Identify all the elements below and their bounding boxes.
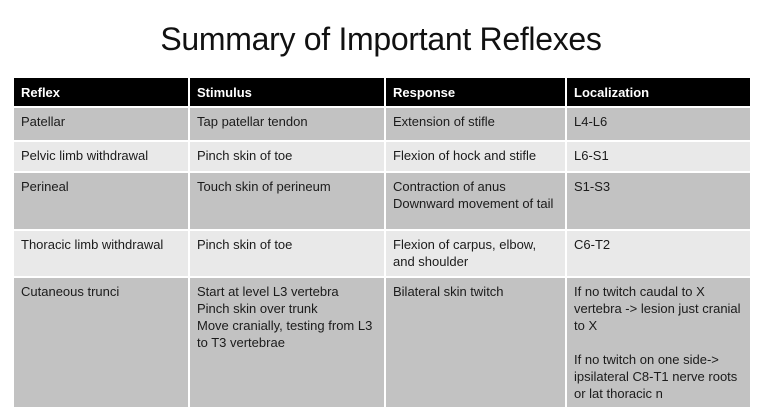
cell-stimulus: Tap patellar tendon [188, 106, 386, 142]
cell-localization: If no twitch caudal to X vertebra -> les… [565, 276, 750, 407]
cell-reflex: Cutaneous trunci [14, 276, 190, 407]
cell-reflex: Thoracic limb withdrawal [14, 229, 190, 278]
cell-stimulus: Pinch skin of toe [188, 229, 386, 278]
cell-stimulus: Pinch skin of toe [188, 140, 386, 173]
cell-localization: L6-S1 [565, 140, 750, 173]
cell-stimulus: Start at level L3 vertebra Pinch skin ov… [188, 276, 386, 407]
cell-reflex: Pelvic limb withdrawal [14, 140, 190, 173]
table-row-perineal: Perineal Touch skin of perineum Contract… [14, 171, 750, 231]
table-row-patellar: Patellar Tap patellar tendon Extension o… [14, 106, 750, 142]
column-header-stimulus: Stimulus [188, 78, 386, 108]
cell-reflex: Patellar [14, 106, 190, 142]
table-row-cutaneous-trunci: Cutaneous trunci Start at level L3 verte… [14, 276, 750, 407]
cell-response: Flexion of hock and stifle [384, 140, 567, 173]
table-header-row: Reflex Stimulus Response Localization [14, 78, 750, 108]
cell-reflex: Perineal [14, 171, 190, 231]
cell-localization: L4-L6 [565, 106, 750, 142]
column-header-response: Response [384, 78, 567, 108]
table-row-thoracic-limb-withdrawal: Thoracic limb withdrawal Pinch skin of t… [14, 229, 750, 278]
cell-localization: S1-S3 [565, 171, 750, 231]
column-header-localization: Localization [565, 78, 750, 108]
slide-title: Summary of Important Reflexes [160, 21, 602, 57]
cell-response: Contraction of anus Downward movement of… [384, 171, 567, 231]
cell-response: Bilateral skin twitch [384, 276, 567, 407]
cell-stimulus: Touch skin of perineum [188, 171, 386, 231]
reflex-table: Reflex Stimulus Response Localization Pa… [14, 78, 750, 407]
table-row-pelvic-limb-withdrawal: Pelvic limb withdrawal Pinch skin of toe… [14, 140, 750, 173]
cell-localization: C6-T2 [565, 229, 750, 278]
cell-response: Extension of stifle [384, 106, 567, 142]
cell-response: Flexion of carpus, elbow, and shoulder [384, 229, 567, 278]
column-header-reflex: Reflex [14, 78, 190, 108]
